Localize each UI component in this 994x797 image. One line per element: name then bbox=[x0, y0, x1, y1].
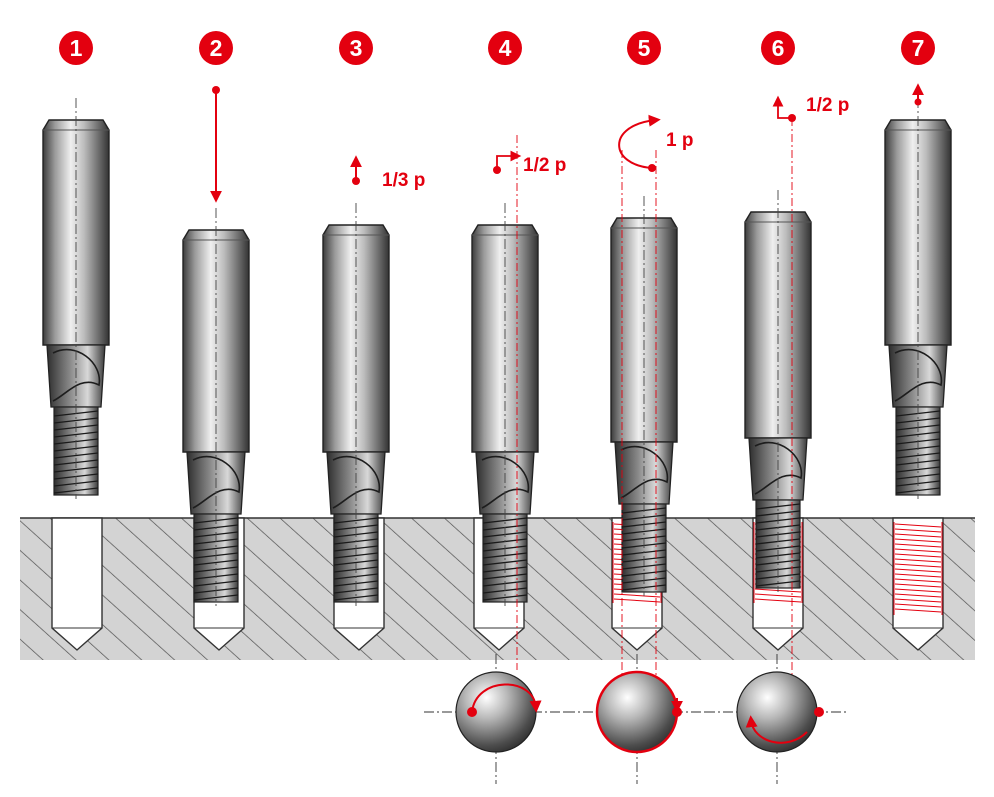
thread-mill-tool bbox=[744, 190, 812, 592]
motion-indicators: 1/3 p 1/2 p 1 p 1/2 p bbox=[210, 83, 924, 690]
step-number: 3 bbox=[350, 35, 363, 61]
thread-mill-tool bbox=[42, 98, 110, 499]
step-number: 7 bbox=[912, 35, 925, 61]
bore-hole bbox=[892, 517, 944, 651]
circular-arrow-icon bbox=[618, 114, 661, 169]
badge-circle bbox=[627, 31, 661, 65]
step-number-badge: 6 bbox=[761, 31, 795, 65]
rotation-view bbox=[705, 654, 849, 784]
badge-circle bbox=[488, 31, 522, 65]
position-dot bbox=[814, 707, 824, 717]
start-dot bbox=[352, 177, 360, 185]
step-number-badge: 4 bbox=[488, 31, 522, 65]
step-numbers: 1 2 3 4 5 6 7 bbox=[59, 31, 935, 65]
badge-circle bbox=[761, 31, 795, 65]
step-number-badge: 2 bbox=[199, 31, 233, 65]
motion-label: 1 p bbox=[666, 130, 693, 151]
step-number-badge: 7 bbox=[901, 31, 935, 65]
step-number: 5 bbox=[638, 35, 651, 61]
thread-mill-tool bbox=[471, 203, 539, 606]
position-dot bbox=[672, 707, 682, 717]
motion-label: 1/2 p bbox=[806, 95, 849, 116]
thread-mill-tool bbox=[610, 196, 678, 596]
badge-circle bbox=[339, 31, 373, 65]
shift-back-icon bbox=[772, 95, 792, 119]
start-dot bbox=[648, 164, 656, 172]
thread-mill-tool bbox=[884, 98, 952, 499]
tool-cross-section bbox=[736, 671, 818, 753]
path-arrow-icon bbox=[471, 683, 542, 713]
rotation-view bbox=[565, 654, 709, 784]
thread-mill-tool bbox=[182, 208, 250, 606]
step-number: 4 bbox=[499, 35, 512, 61]
motion-label: 1/2 p bbox=[523, 155, 566, 176]
rotation-views bbox=[424, 654, 849, 784]
start-dot bbox=[914, 98, 922, 106]
step-number-badge: 3 bbox=[339, 31, 373, 65]
motion-label: 1/3 p bbox=[382, 170, 425, 191]
badge-circle bbox=[901, 31, 935, 65]
step-number: 1 bbox=[70, 35, 83, 61]
thread-mill-tool bbox=[322, 203, 390, 606]
shift-right-icon bbox=[496, 150, 522, 168]
badge-circle bbox=[59, 31, 93, 65]
step-number: 6 bbox=[772, 35, 785, 61]
path-arrow-icon bbox=[745, 715, 808, 744]
rotation-view bbox=[424, 654, 568, 784]
step-number-badge: 5 bbox=[627, 31, 661, 65]
start-dot bbox=[493, 166, 501, 174]
step-number-badge: 1 bbox=[59, 31, 93, 65]
tools-layer bbox=[42, 98, 952, 606]
step-number: 2 bbox=[210, 35, 223, 61]
bore-hole bbox=[51, 517, 103, 651]
badge-circle bbox=[199, 31, 233, 65]
cut-thread bbox=[893, 522, 943, 615]
